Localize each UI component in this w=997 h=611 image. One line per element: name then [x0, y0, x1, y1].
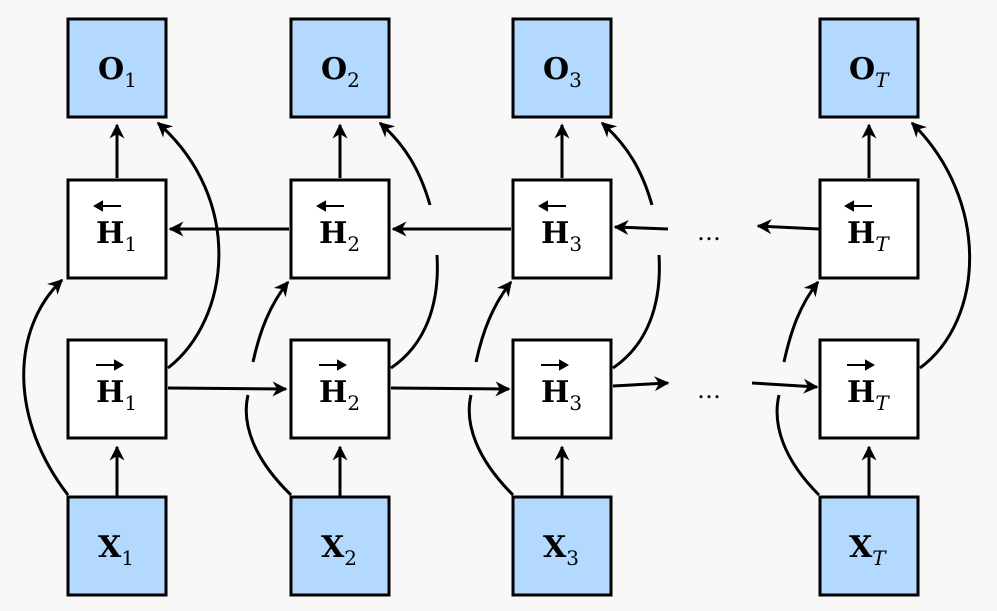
backward-hidden-node-3 — [511, 178, 613, 280]
output-node-2 — [289, 17, 391, 119]
output-node-t — [818, 17, 920, 119]
input-label-t: XT — [849, 530, 887, 570]
edge-bht-to-dots — [756, 219, 820, 235]
input-label-2: X2 — [321, 530, 357, 570]
backward-ellipsis: … — [697, 218, 721, 246]
output-node-1 — [66, 17, 168, 119]
backward-hidden-label-3: H3 — [541, 216, 582, 256]
backward-arrow-accents — [92, 200, 872, 212]
output-label-2: O2 — [321, 52, 360, 92]
forward-hidden-label-1: H1 — [96, 375, 137, 415]
backward-hidden-label-t: HT — [847, 216, 890, 256]
forward-arrow-accents — [96, 359, 876, 371]
edge-fh1-to-o1 — [156, 121, 221, 370]
forward-hidden-label-t: HT — [847, 375, 890, 415]
edge-dots-to-fht — [751, 378, 819, 394]
edge-fht-to-ot — [910, 121, 972, 370]
input-node-1 — [66, 495, 168, 597]
output-node-3 — [511, 17, 613, 119]
forward-hidden-node-1 — [66, 338, 168, 440]
forward-hidden-node-t — [818, 338, 920, 440]
edge-x2-to-bh2 — [244, 282, 291, 497]
backward-hidden-label-2: H2 — [319, 216, 360, 256]
backward-hidden-label-1: H1 — [96, 216, 137, 256]
forward-hidden-node-2 — [289, 338, 391, 440]
edge-fh2-to-fh3 — [390, 381, 511, 397]
forward-hidden-node-3 — [511, 338, 613, 440]
edge-fh3-to-dots — [612, 376, 670, 392]
backward-hidden-row — [66, 178, 920, 280]
output-row — [66, 17, 920, 119]
input-node-3 — [511, 495, 613, 597]
input-row — [66, 495, 920, 597]
backward-hidden-node-t — [818, 178, 920, 280]
input-node-2 — [289, 495, 391, 597]
output-label-t: OT — [849, 52, 890, 92]
backward-hidden-node-2 — [289, 178, 391, 280]
input-label-1: X1 — [98, 530, 134, 570]
edge-dots-to-bh3 — [613, 220, 669, 236]
input-label-3: X3 — [543, 530, 579, 570]
forward-hidden-row — [66, 338, 920, 440]
edge-xt-to-bht — [775, 282, 819, 497]
edge-x1-to-bh1 — [22, 278, 70, 496]
forward-hidden-label-2: H2 — [319, 375, 360, 415]
edge-x3-to-bh3 — [467, 282, 513, 497]
edge-fh2-to-o2 — [380, 123, 439, 370]
edges — [22, 121, 972, 497]
edge-fh3-to-o3 — [602, 123, 661, 370]
forward-ellipsis: … — [697, 376, 721, 404]
forward-hidden-label-3: H3 — [541, 375, 582, 415]
output-label-3: O3 — [543, 52, 582, 92]
backward-hidden-node-1 — [66, 178, 168, 280]
input-node-t — [818, 495, 920, 597]
edge-fh1-to-fh2 — [167, 381, 288, 397]
output-label-1: O1 — [98, 52, 137, 92]
